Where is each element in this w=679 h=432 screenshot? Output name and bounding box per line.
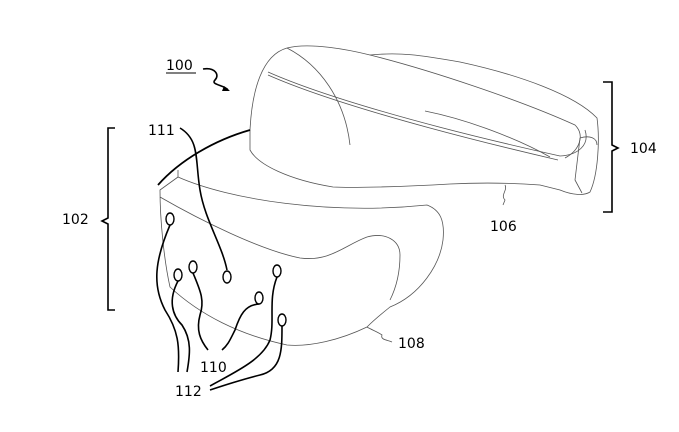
sensor-110 [254, 291, 264, 305]
sensor-111 [222, 270, 232, 284]
label-110: 110 [200, 360, 227, 376]
label-112: 112 [175, 384, 202, 400]
sensor-110 [188, 260, 198, 274]
label-102: 102 [62, 212, 89, 228]
label-108: 108 [398, 336, 425, 352]
sensor-112 [165, 212, 175, 226]
strap-leader [502, 184, 507, 206]
sensor-112 [277, 313, 287, 327]
reference-leads [100, 67, 620, 391]
head-strap [249, 45, 599, 206]
label-106: 106 [490, 219, 517, 235]
label-100: 100 [166, 58, 193, 74]
label-104: 104 [630, 141, 657, 157]
outline-111 [157, 129, 251, 186]
sensor-112 [272, 264, 282, 278]
label-111: 111 [148, 123, 175, 139]
visor-body [159, 170, 444, 346]
sensors [165, 212, 287, 327]
sensor-112 [173, 268, 183, 282]
visor-leader [366, 326, 393, 343]
